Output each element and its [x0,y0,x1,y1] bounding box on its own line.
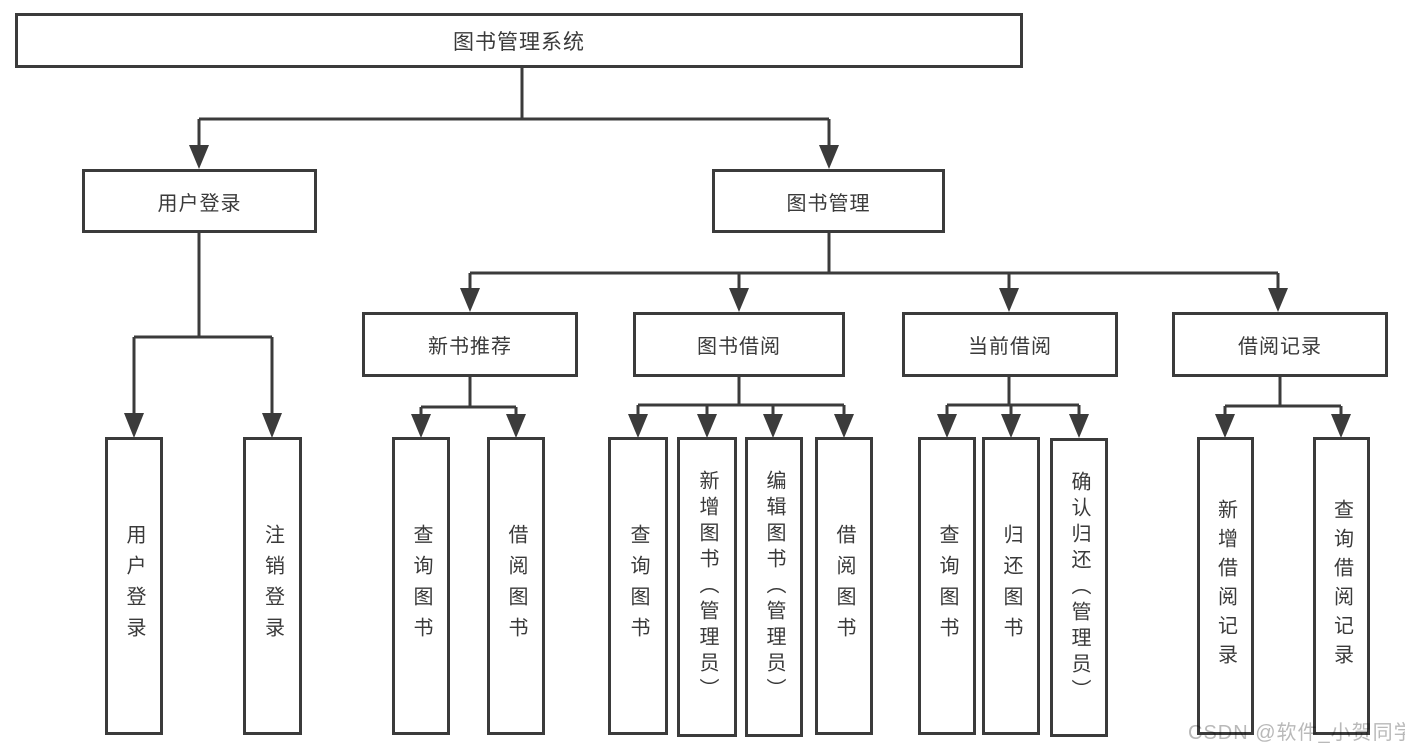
leaf-add-borrow-record: 新增借阅记录 [1197,437,1254,735]
node-label: 查询借阅记录 [1330,499,1353,673]
node-user-login: 用户登录 [82,169,317,233]
node-borrowing-records: 借阅记录 [1172,312,1388,377]
node-book-management: 图书管理 [712,169,945,233]
node-label: 归还图书 [1000,524,1022,648]
leaf-user-login: 用户登录 [105,437,163,735]
node-label: 编辑图书（管理员） [763,470,785,704]
edge-book-management-children [460,233,1288,312]
leaf-query-books-2: 查询图书 [608,437,668,735]
edge-book-borrow-children [628,377,854,438]
node-new-book-recommendation: 新书推荐 [362,312,578,377]
edge-borrow-records-children [1215,377,1351,438]
node-label: 借阅图书 [833,524,855,648]
leaf-query-books-3: 查询图书 [918,437,976,735]
node-label: 图书管理 [786,192,871,215]
leaf-query-borrow-record: 查询借阅记录 [1313,437,1370,735]
leaf-confirm-return-admin: 确认归还（管理员） [1050,438,1108,737]
edge-user-login-children [124,233,282,438]
leaf-add-book-admin: 新增图书（管理员） [677,437,737,737]
leaf-query-books-1: 查询图书 [392,437,450,735]
leaf-return-books: 归还图书 [982,437,1040,735]
node-label: 当前借阅 [968,336,1052,358]
watermark: CSDN @软件_小贺同学 [1188,722,1405,744]
node-label: 用户登录 [157,192,242,215]
node-label: 借阅记录 [1238,336,1322,358]
node-label: 查询图书 [410,524,432,648]
node-label: 用户登录 [123,524,145,648]
node-label: 图书借阅 [697,336,781,358]
node-label: 新增借阅记录 [1214,499,1237,673]
node-library-system: 图书管理系统 [15,13,1023,68]
edge-root-to-level1 [189,68,839,169]
node-label: 注销登录 [261,524,284,648]
node-label: 确认归还（管理员） [1068,470,1090,705]
node-label: 查询图书 [627,524,649,648]
leaf-borrow-books-1: 借阅图书 [487,437,545,735]
node-current-borrowing: 当前借阅 [902,312,1118,377]
edge-current-borrow-children [937,377,1089,438]
leaf-edit-book-admin: 编辑图书（管理员） [745,437,803,737]
node-label: 查询图书 [936,524,958,648]
node-book-borrowing: 图书借阅 [633,312,845,377]
leaf-logout: 注销登录 [243,437,302,735]
edge-new-book-rec-children [411,377,526,438]
node-label: 图书管理系统 [453,30,585,54]
leaf-borrow-books-2: 借阅图书 [815,437,873,735]
node-label: 新增图书（管理员） [696,470,718,704]
node-label: 新书推荐 [428,336,512,358]
node-label: 借阅图书 [505,524,527,648]
